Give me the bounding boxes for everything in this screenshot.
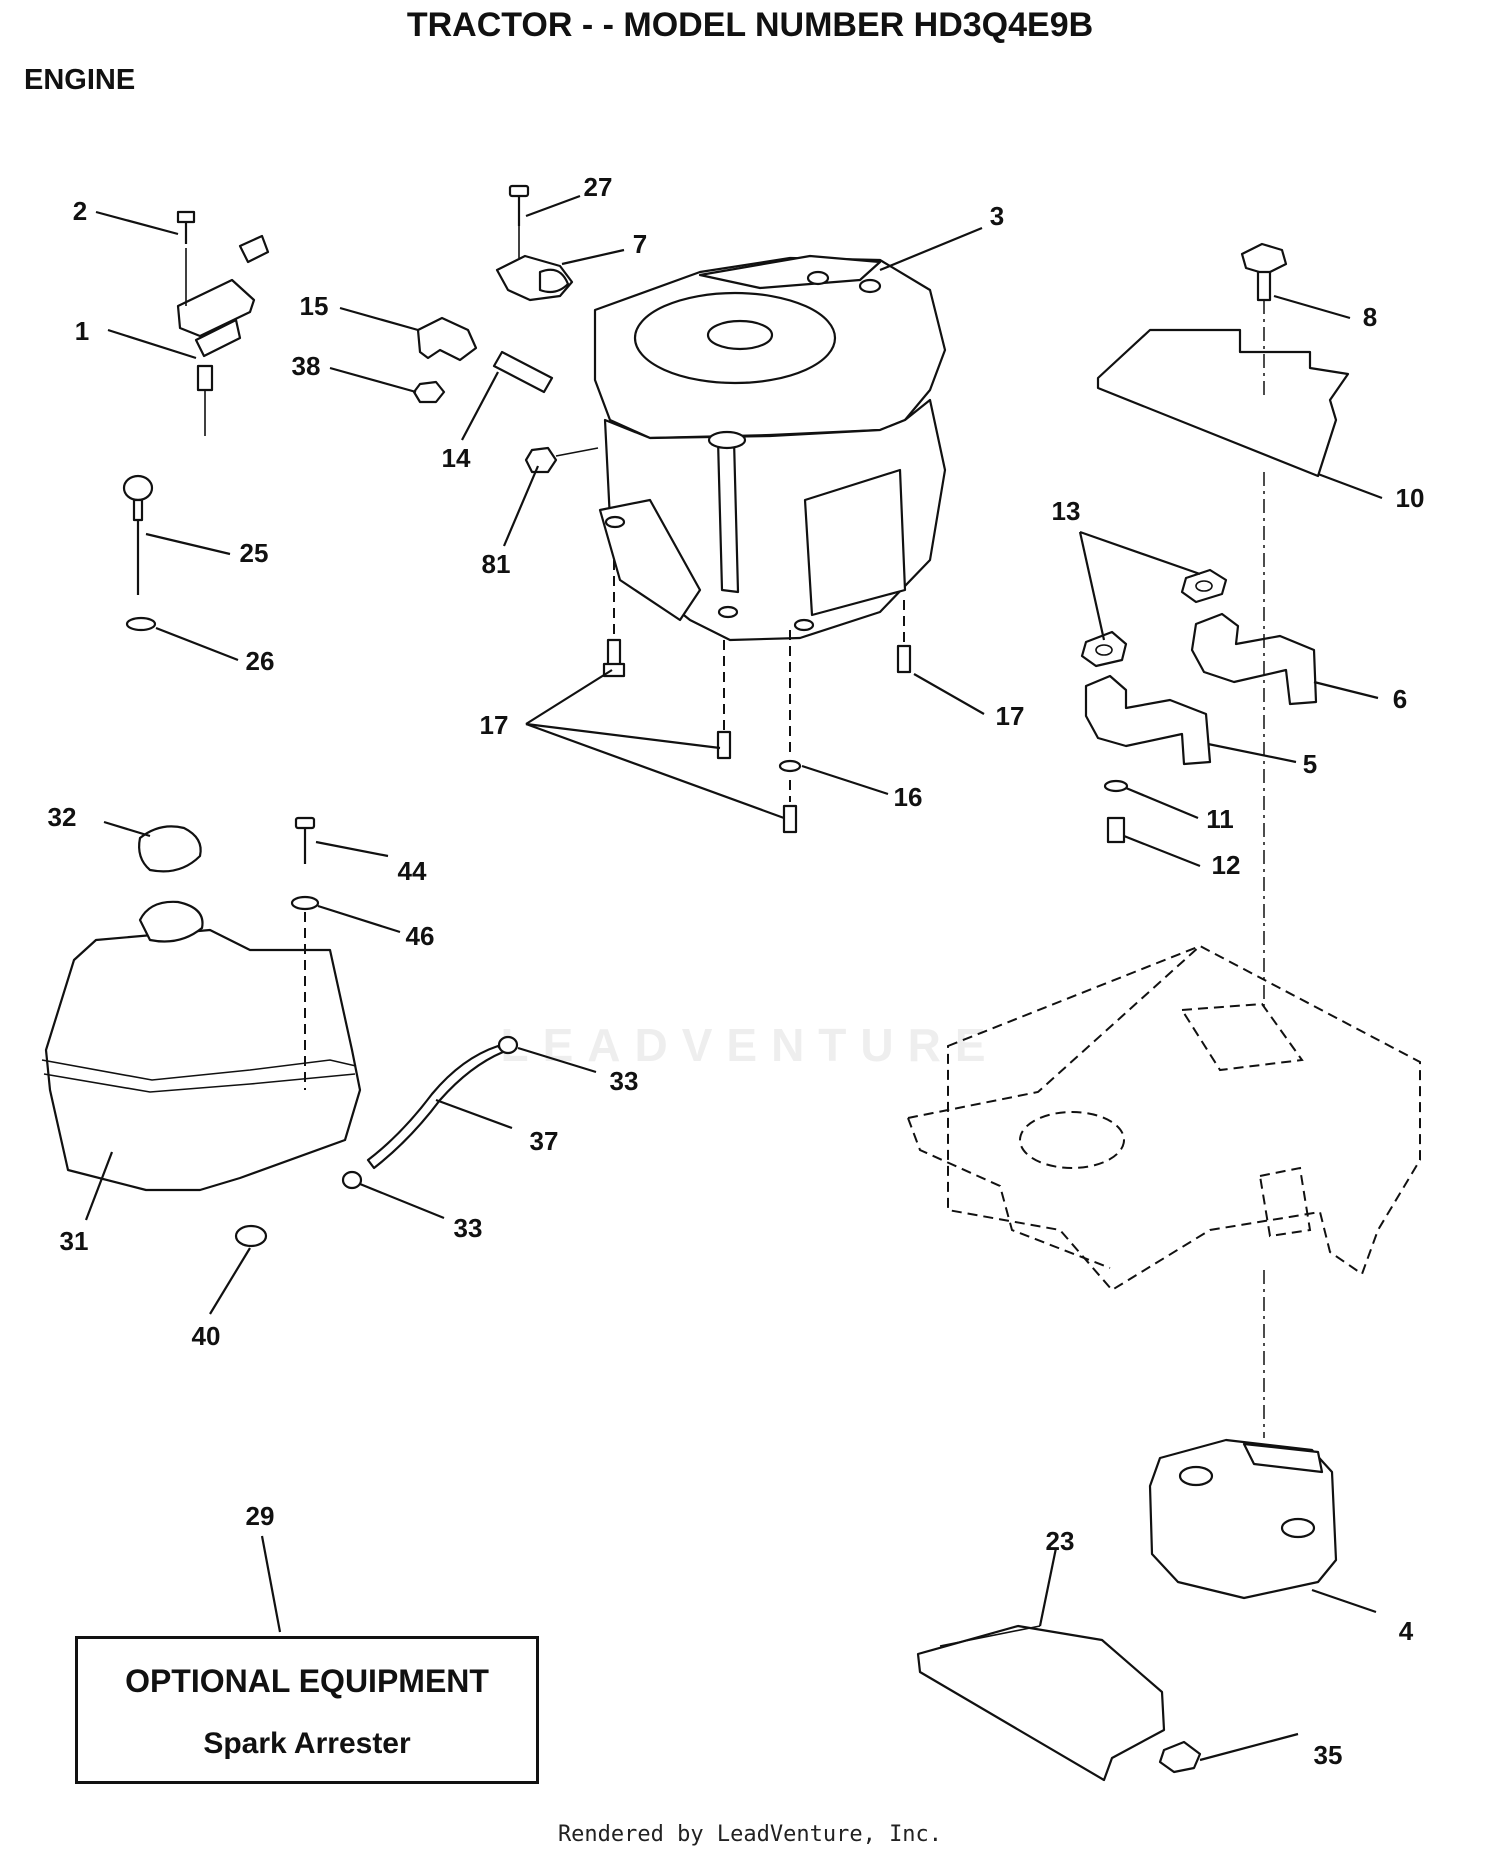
callout-4: 4: [1399, 1616, 1414, 1646]
callout-40: 40: [192, 1321, 221, 1351]
engine-bolts-drawing: [602, 560, 912, 834]
fuel-hose-drawing: [341, 1035, 519, 1190]
callout-25: 25: [240, 538, 269, 568]
optional-equipment-box: OPTIONAL EQUIPMENT Spark Arrester: [75, 1636, 539, 1784]
callout-27: 27: [584, 172, 613, 202]
chassis-frame-drawing: [907, 472, 1421, 1438]
clamp-drawing: [495, 184, 574, 302]
callout-46: 46: [406, 921, 435, 951]
callout-5: 5: [1303, 749, 1317, 779]
callout-13: 13: [1052, 496, 1081, 526]
callout-33b: 33: [454, 1213, 483, 1243]
callout-37: 37: [530, 1126, 559, 1156]
section-title: ENGINE: [24, 64, 136, 96]
callout-1: 1: [75, 316, 89, 346]
leader-lines: [84, 194, 1383, 1762]
callout-26: 26: [246, 646, 275, 676]
callout-16: 16: [894, 782, 923, 812]
callout-7: 7: [633, 229, 647, 259]
callout-29: 29: [246, 1501, 275, 1531]
callout-labels: 1 2 3 27 7 15 38 14 81 8 10 13 6 5 25 26…: [48, 172, 1425, 1770]
callout-44: 44: [398, 856, 427, 886]
callout-3: 3: [990, 201, 1004, 231]
callout-2: 2: [73, 196, 87, 226]
muffler-drawing: [1148, 1438, 1338, 1600]
callout-8: 8: [1363, 302, 1377, 332]
optional-equipment-item: Spark Arrester: [203, 1727, 411, 1760]
callout-14: 14: [442, 443, 471, 473]
callout-32: 32: [48, 802, 77, 832]
callout-11: 11: [1206, 804, 1234, 834]
callout-23: 23: [1046, 1526, 1075, 1556]
callout-35: 35: [1314, 1740, 1343, 1770]
callout-6: 6: [1393, 684, 1407, 714]
fuel-tank-drawing: [41, 816, 362, 1248]
exhaust-pipes-drawing: [1080, 568, 1318, 844]
fuel-fittings-drawing: [412, 316, 599, 474]
dipstick-drawing: [122, 474, 157, 632]
callout-81: 81: [482, 549, 511, 579]
callout-15: 15: [300, 291, 329, 321]
callout-17b: 17: [996, 701, 1025, 731]
callout-31: 31: [60, 1226, 89, 1256]
throttle-control-drawing: [176, 210, 270, 436]
page-title: TRACTOR - - MODEL NUMBER HD3Q4E9B: [406, 6, 1094, 44]
callout-12: 12: [1212, 850, 1241, 880]
engine-drawing: [593, 254, 947, 642]
callout-17a: 17: [480, 710, 509, 740]
callout-33a: 33: [610, 1066, 639, 1096]
optional-equipment-heading: OPTIONAL EQUIPMENT: [125, 1663, 489, 1699]
shield-drawing: [1096, 242, 1350, 478]
callout-38: 38: [292, 351, 321, 381]
watermark-text: LEADVENTURE: [500, 1019, 1000, 1071]
heat-shield-drawing: [916, 1624, 1202, 1782]
callout-10: 10: [1396, 483, 1425, 513]
footer-credit: Rendered by LeadVenture, Inc.: [557, 1822, 943, 1847]
